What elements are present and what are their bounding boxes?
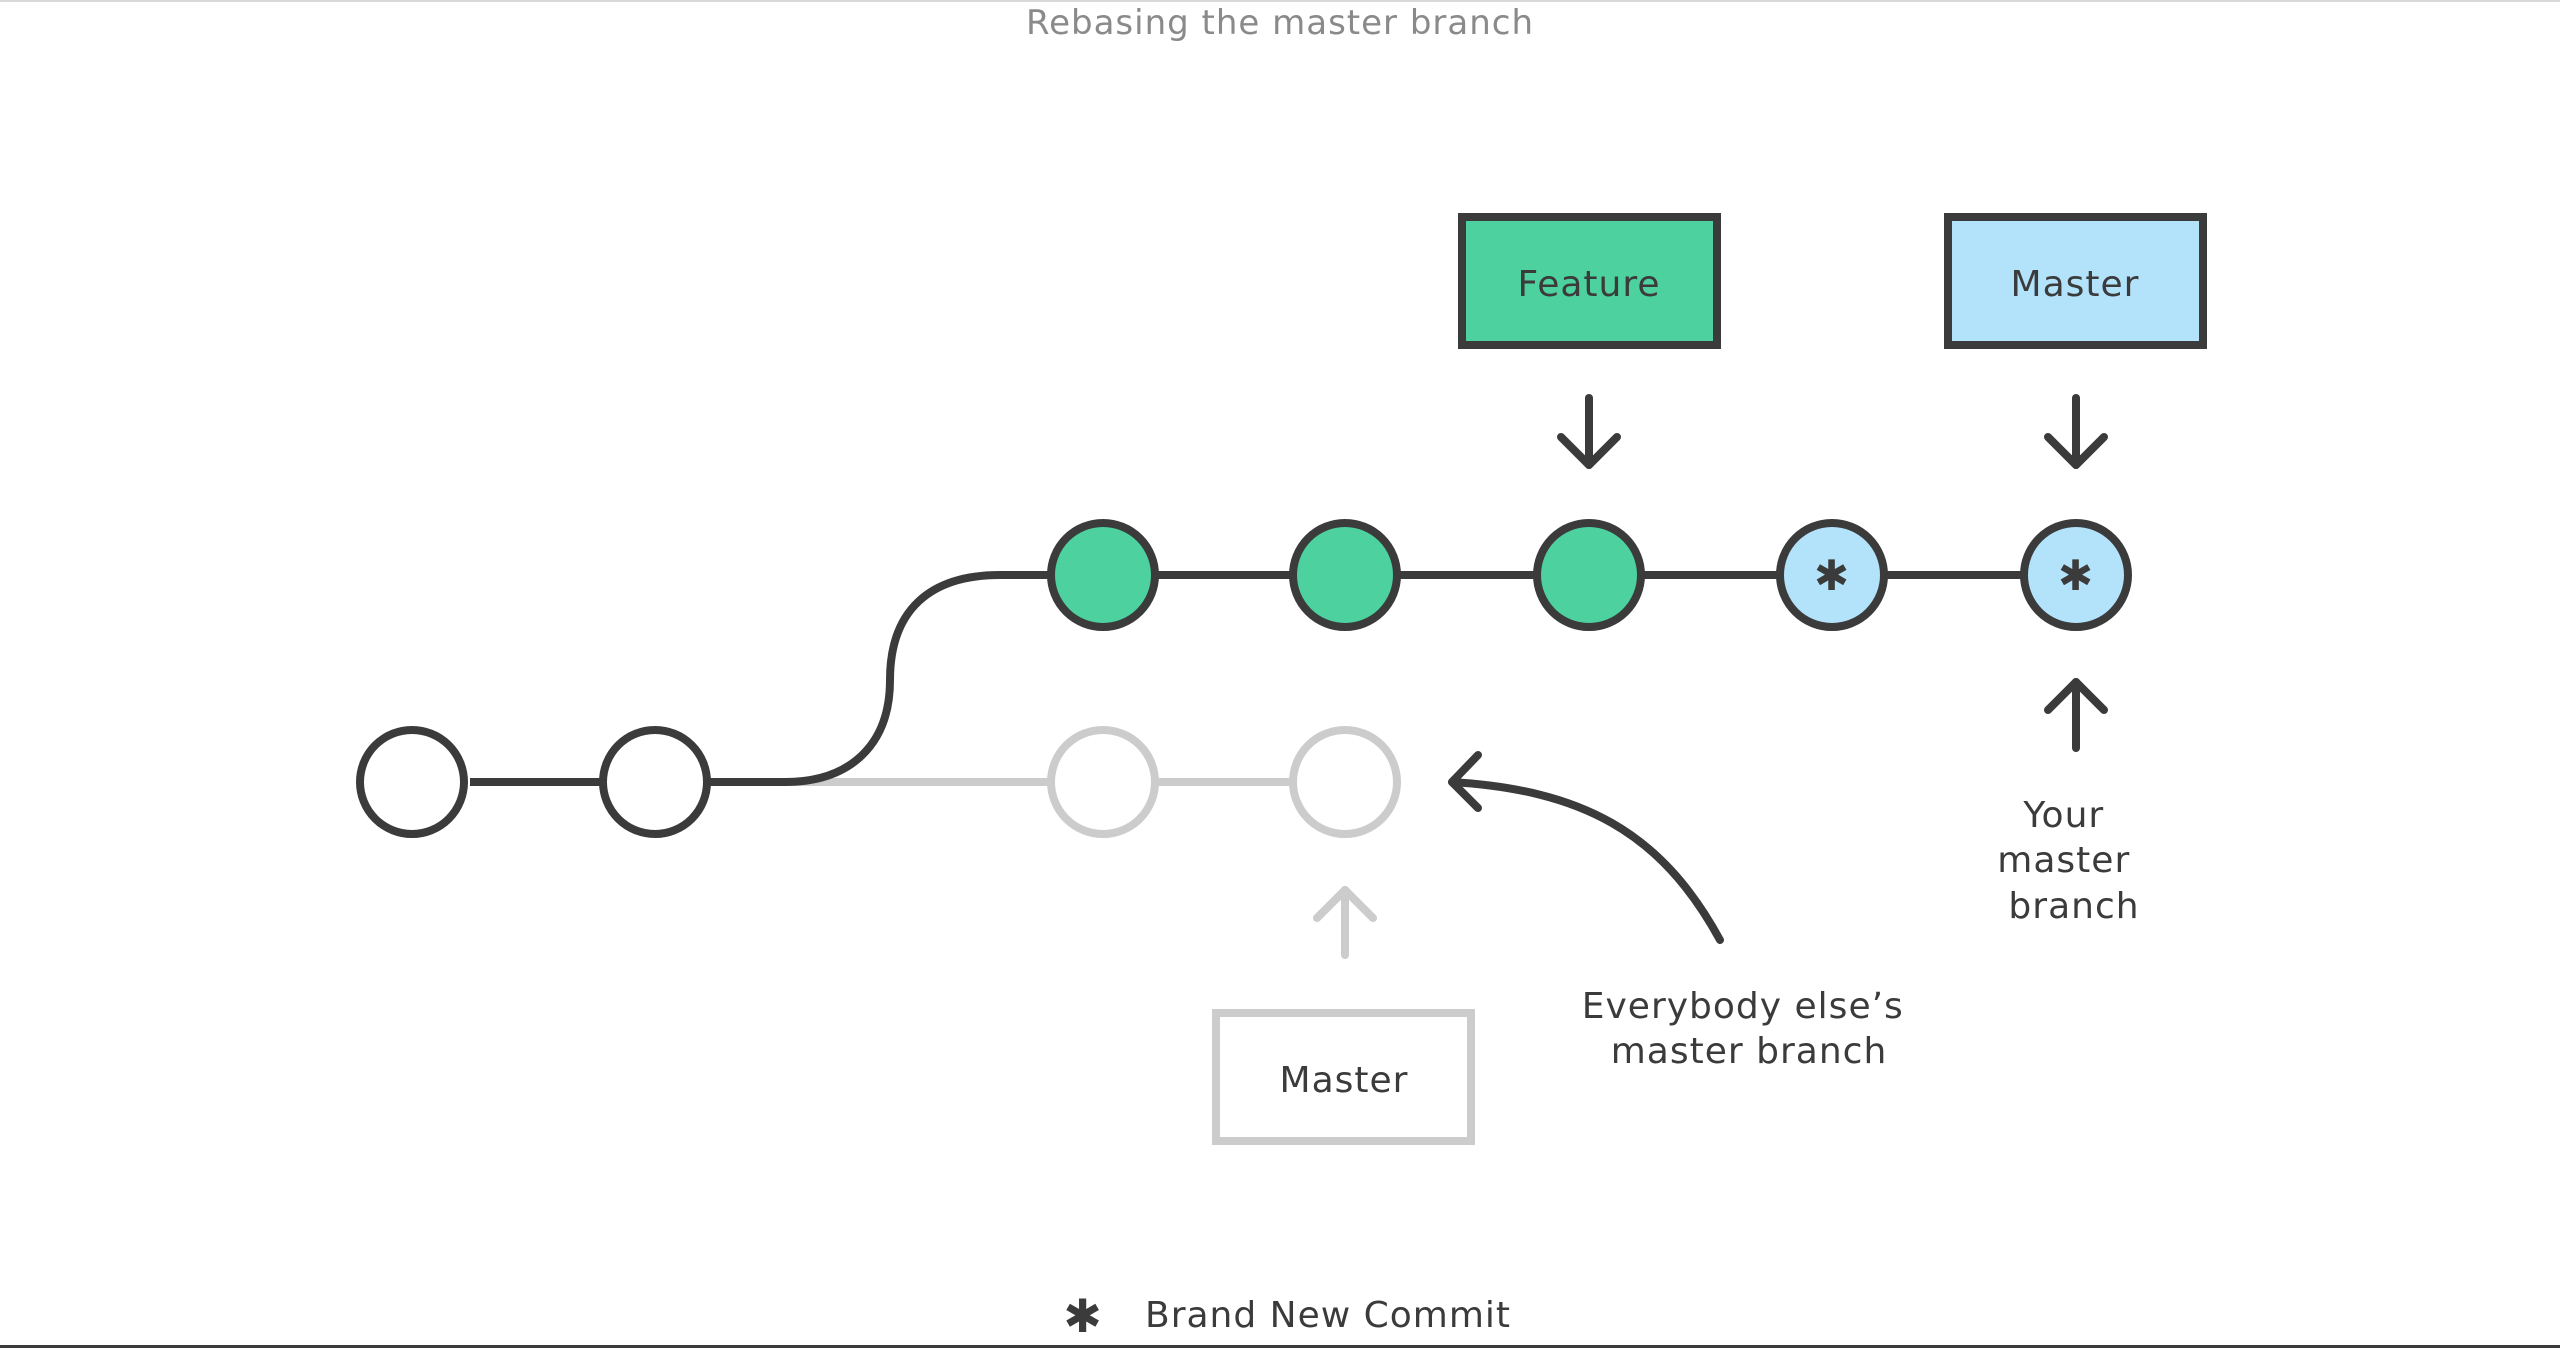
old-master-label: Master [1280, 1060, 1409, 1101]
rebase-curve [784, 571, 1050, 786]
old-master-commit-1 [1047, 726, 1159, 838]
everybody-else-annotation: Everybody else’s master branch [1582, 986, 1917, 1072]
legend-star-icon: ✱ [1063, 1289, 1103, 1343]
new-commit-2-star-icon: ✱ [2058, 551, 2094, 600]
master-branch-label: Master [2011, 264, 2140, 305]
new-commit-2 [2020, 519, 2132, 631]
master-branch-box [1944, 213, 2207, 349]
everybody-else-line-2: master branch [1611, 1031, 1888, 1072]
your-master-line-1: Your [2022, 795, 2104, 836]
base-commit-2 [599, 726, 711, 838]
old-master-up-arrow-icon [1313, 886, 1377, 959]
feature-down-arrow-icon [1557, 394, 1621, 469]
feature-commit-2 [1289, 519, 1401, 631]
master-down-arrow-icon [2044, 394, 2108, 469]
your-master-annotation: Your master branch [1997, 795, 2142, 927]
feature-branch-label: Feature [1517, 264, 1660, 305]
diagram-title: Rebasing the master branch [1026, 3, 1534, 43]
feature-branch-box [1458, 213, 1721, 349]
your-master-up-arrow-icon [2044, 678, 2108, 752]
new-commit-1 [1776, 519, 1888, 631]
old-master-box [1212, 1009, 1475, 1145]
base-commit-1 [356, 726, 468, 838]
old-master-commit-2 [1289, 726, 1401, 838]
bottom-divider [0, 1345, 2560, 1348]
new-commit-1-star-icon: ✱ [1814, 551, 1850, 600]
feature-commit-1 [1047, 519, 1159, 631]
everybody-else-curved-arrow-icon [1448, 751, 1724, 944]
top-divider [0, 0, 2560, 2]
your-master-line-2: master [1997, 840, 2130, 881]
legend-label: Brand New Commit [1145, 1295, 1511, 1336]
everybody-else-line-1: Everybody else’s [1582, 986, 1904, 1027]
your-master-line-3: branch [2008, 886, 2139, 927]
feature-commit-3 [1533, 519, 1645, 631]
